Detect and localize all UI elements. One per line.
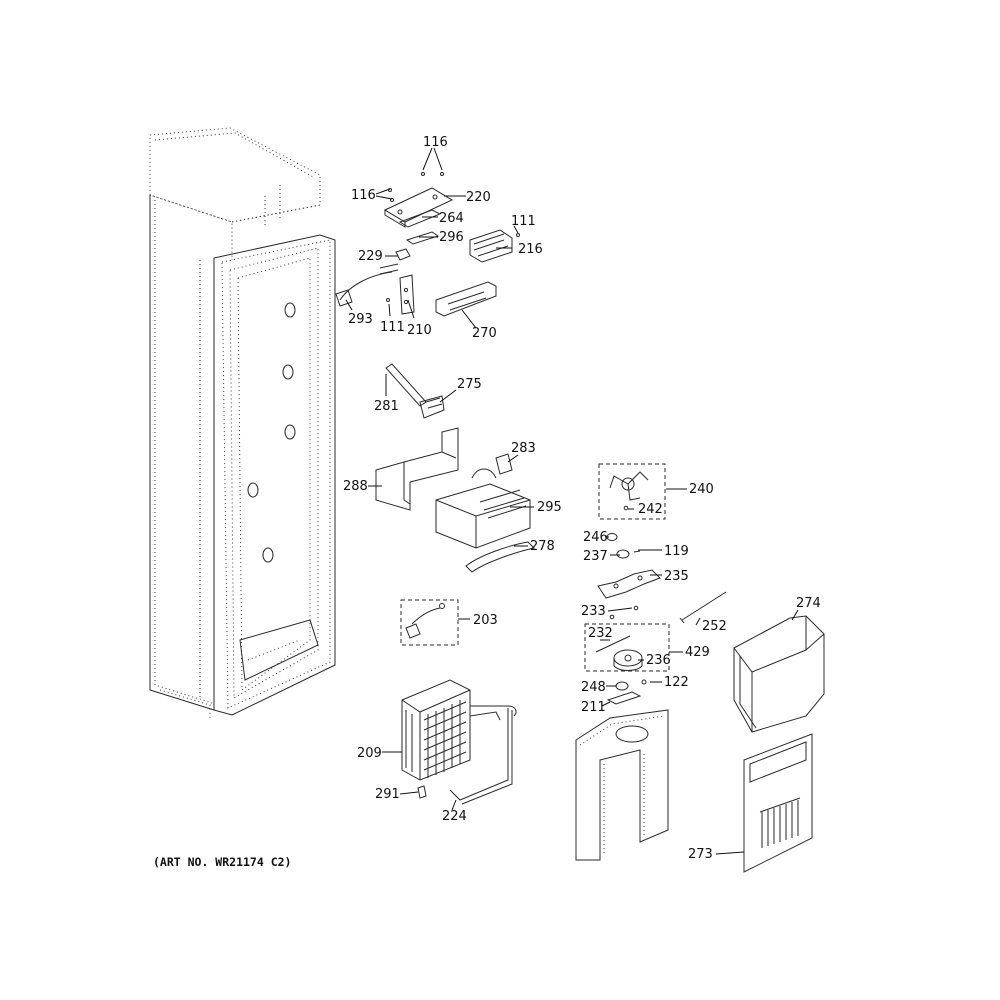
evaporator-coil [401, 679, 517, 805]
callout-240[interactable]: 240 [689, 482, 714, 497]
callout-295[interactable]: 295 [537, 500, 562, 515]
callout-111-bottom[interactable]: 111 [380, 320, 405, 335]
callout-216[interactable]: 216 [518, 242, 543, 257]
callout-233[interactable]: 233 [581, 604, 606, 619]
air-handler-cover [733, 615, 825, 733]
evaporator-cover-panel [743, 733, 813, 873]
callout-248[interactable]: 248 [581, 680, 606, 695]
callout-111-top[interactable]: 111 [511, 214, 536, 229]
callout-numbers: 116 116 220 264 111 296 216 229 293 111 … [343, 135, 821, 862]
cabinet-liner-drawing [149, 127, 336, 720]
callout-229[interactable]: 229 [358, 249, 383, 264]
callout-210[interactable]: 210 [407, 323, 432, 338]
callout-235[interactable]: 235 [664, 569, 689, 584]
callout-116-left[interactable]: 116 [351, 188, 376, 203]
callout-237[interactable]: 237 [583, 549, 608, 564]
callout-203[interactable]: 203 [473, 613, 498, 628]
fan-motor-parts [584, 623, 670, 705]
callout-252[interactable]: 252 [702, 619, 727, 634]
callout-288[interactable]: 288 [343, 479, 368, 494]
callout-296[interactable]: 296 [439, 230, 464, 245]
callout-236[interactable]: 236 [646, 653, 671, 668]
callout-211[interactable]: 211 [581, 700, 606, 715]
callout-220[interactable]: 220 [466, 190, 491, 205]
callout-278[interactable]: 278 [530, 539, 555, 554]
callout-281[interactable]: 281 [374, 399, 399, 414]
control-housing-parts [335, 172, 520, 317]
callout-429[interactable]: 429 [685, 645, 710, 660]
callout-119[interactable]: 119 [664, 544, 689, 559]
ice-maker-parts [375, 363, 535, 573]
callout-246[interactable]: 246 [583, 530, 608, 545]
callout-275[interactable]: 275 [457, 377, 482, 392]
callout-293[interactable]: 293 [348, 312, 373, 327]
callout-122[interactable]: 122 [664, 675, 689, 690]
art-number: (ART NO. WR21174 C2) [153, 855, 291, 869]
thermistor-parts [400, 599, 459, 646]
evaporator-cover-frame [575, 709, 669, 861]
callout-242[interactable]: 242 [638, 502, 663, 517]
callout-274[interactable]: 274 [796, 596, 821, 611]
callout-264[interactable]: 264 [439, 211, 464, 226]
callout-209[interactable]: 209 [357, 746, 382, 761]
callout-224[interactable]: 224 [442, 809, 467, 824]
callout-116-top[interactable]: 116 [423, 135, 448, 150]
fan-assembly-parts [597, 463, 727, 624]
callout-273[interactable]: 273 [688, 847, 713, 862]
callout-283[interactable]: 283 [511, 441, 536, 456]
callout-leader-lines [345, 147, 799, 855]
callout-291[interactable]: 291 [375, 787, 400, 802]
callout-232[interactable]: 232 [588, 626, 613, 641]
callout-270[interactable]: 270 [472, 326, 497, 341]
